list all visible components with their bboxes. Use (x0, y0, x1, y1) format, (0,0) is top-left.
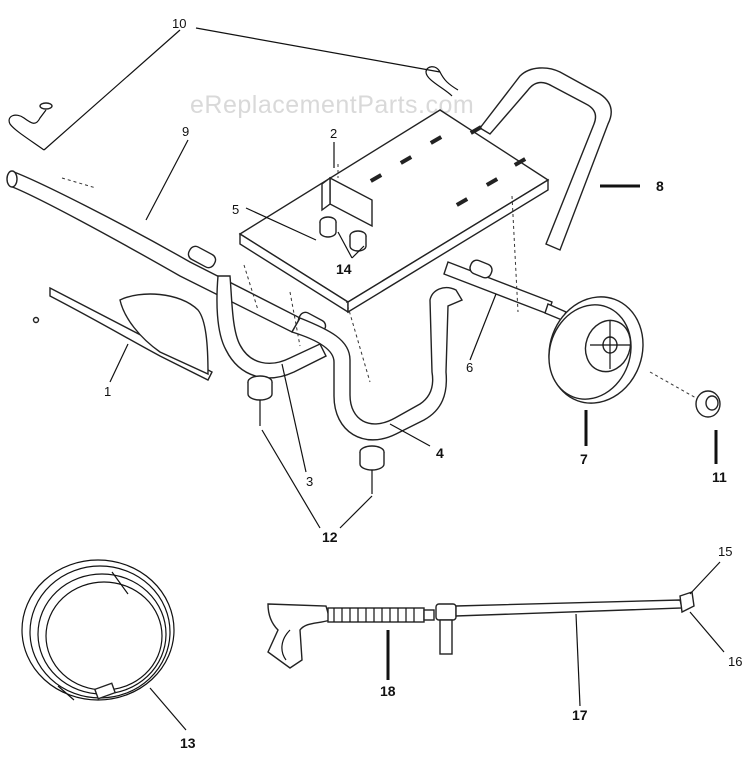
leader-lines (43, 27, 725, 731)
bracket-part-2 (321, 176, 373, 228)
callout-11: 11 (712, 469, 727, 485)
shield-part-1 (32, 286, 213, 381)
callout-18: 18 (380, 683, 396, 699)
callout-3: 3 (306, 474, 313, 489)
callout-15: 15 (718, 544, 732, 559)
callout-7: 7 (580, 451, 588, 467)
hub-cap-part-11 (649, 371, 721, 418)
box-part-5 (238, 109, 550, 314)
callout-9: 9 (182, 124, 189, 139)
callout-1: 1 (104, 384, 111, 399)
callout-13: 13 (180, 735, 196, 751)
spray-gun-part-18 (267, 603, 435, 669)
rear-handle-part-8 (478, 67, 612, 251)
callout-12: 12 (322, 529, 338, 545)
callout-17: 17 (572, 707, 588, 723)
leg-frame-part-4 (290, 286, 464, 441)
watermark: eReplacementParts.com (190, 91, 474, 119)
callout-10: 10 (172, 16, 186, 31)
hose-part-13 (21, 559, 175, 701)
bumpers-part-14 (319, 216, 367, 252)
wheel-part-7 (548, 296, 644, 404)
feet-part-12 (247, 375, 385, 494)
callout-4: 4 (436, 445, 444, 461)
axle-part-6 (443, 259, 567, 321)
callout-16: 16 (728, 654, 742, 669)
callout-2: 2 (330, 126, 337, 141)
callout-8: 8 (656, 178, 664, 194)
callout-14: 14 (336, 261, 352, 277)
callout-5: 5 (232, 202, 239, 217)
assembly-guides (61, 164, 519, 383)
hooks-part-10 (8, 66, 459, 151)
leg-loop-part-3 (216, 275, 327, 379)
callout-6: 6 (466, 360, 473, 375)
wand-part-17 (435, 591, 695, 655)
